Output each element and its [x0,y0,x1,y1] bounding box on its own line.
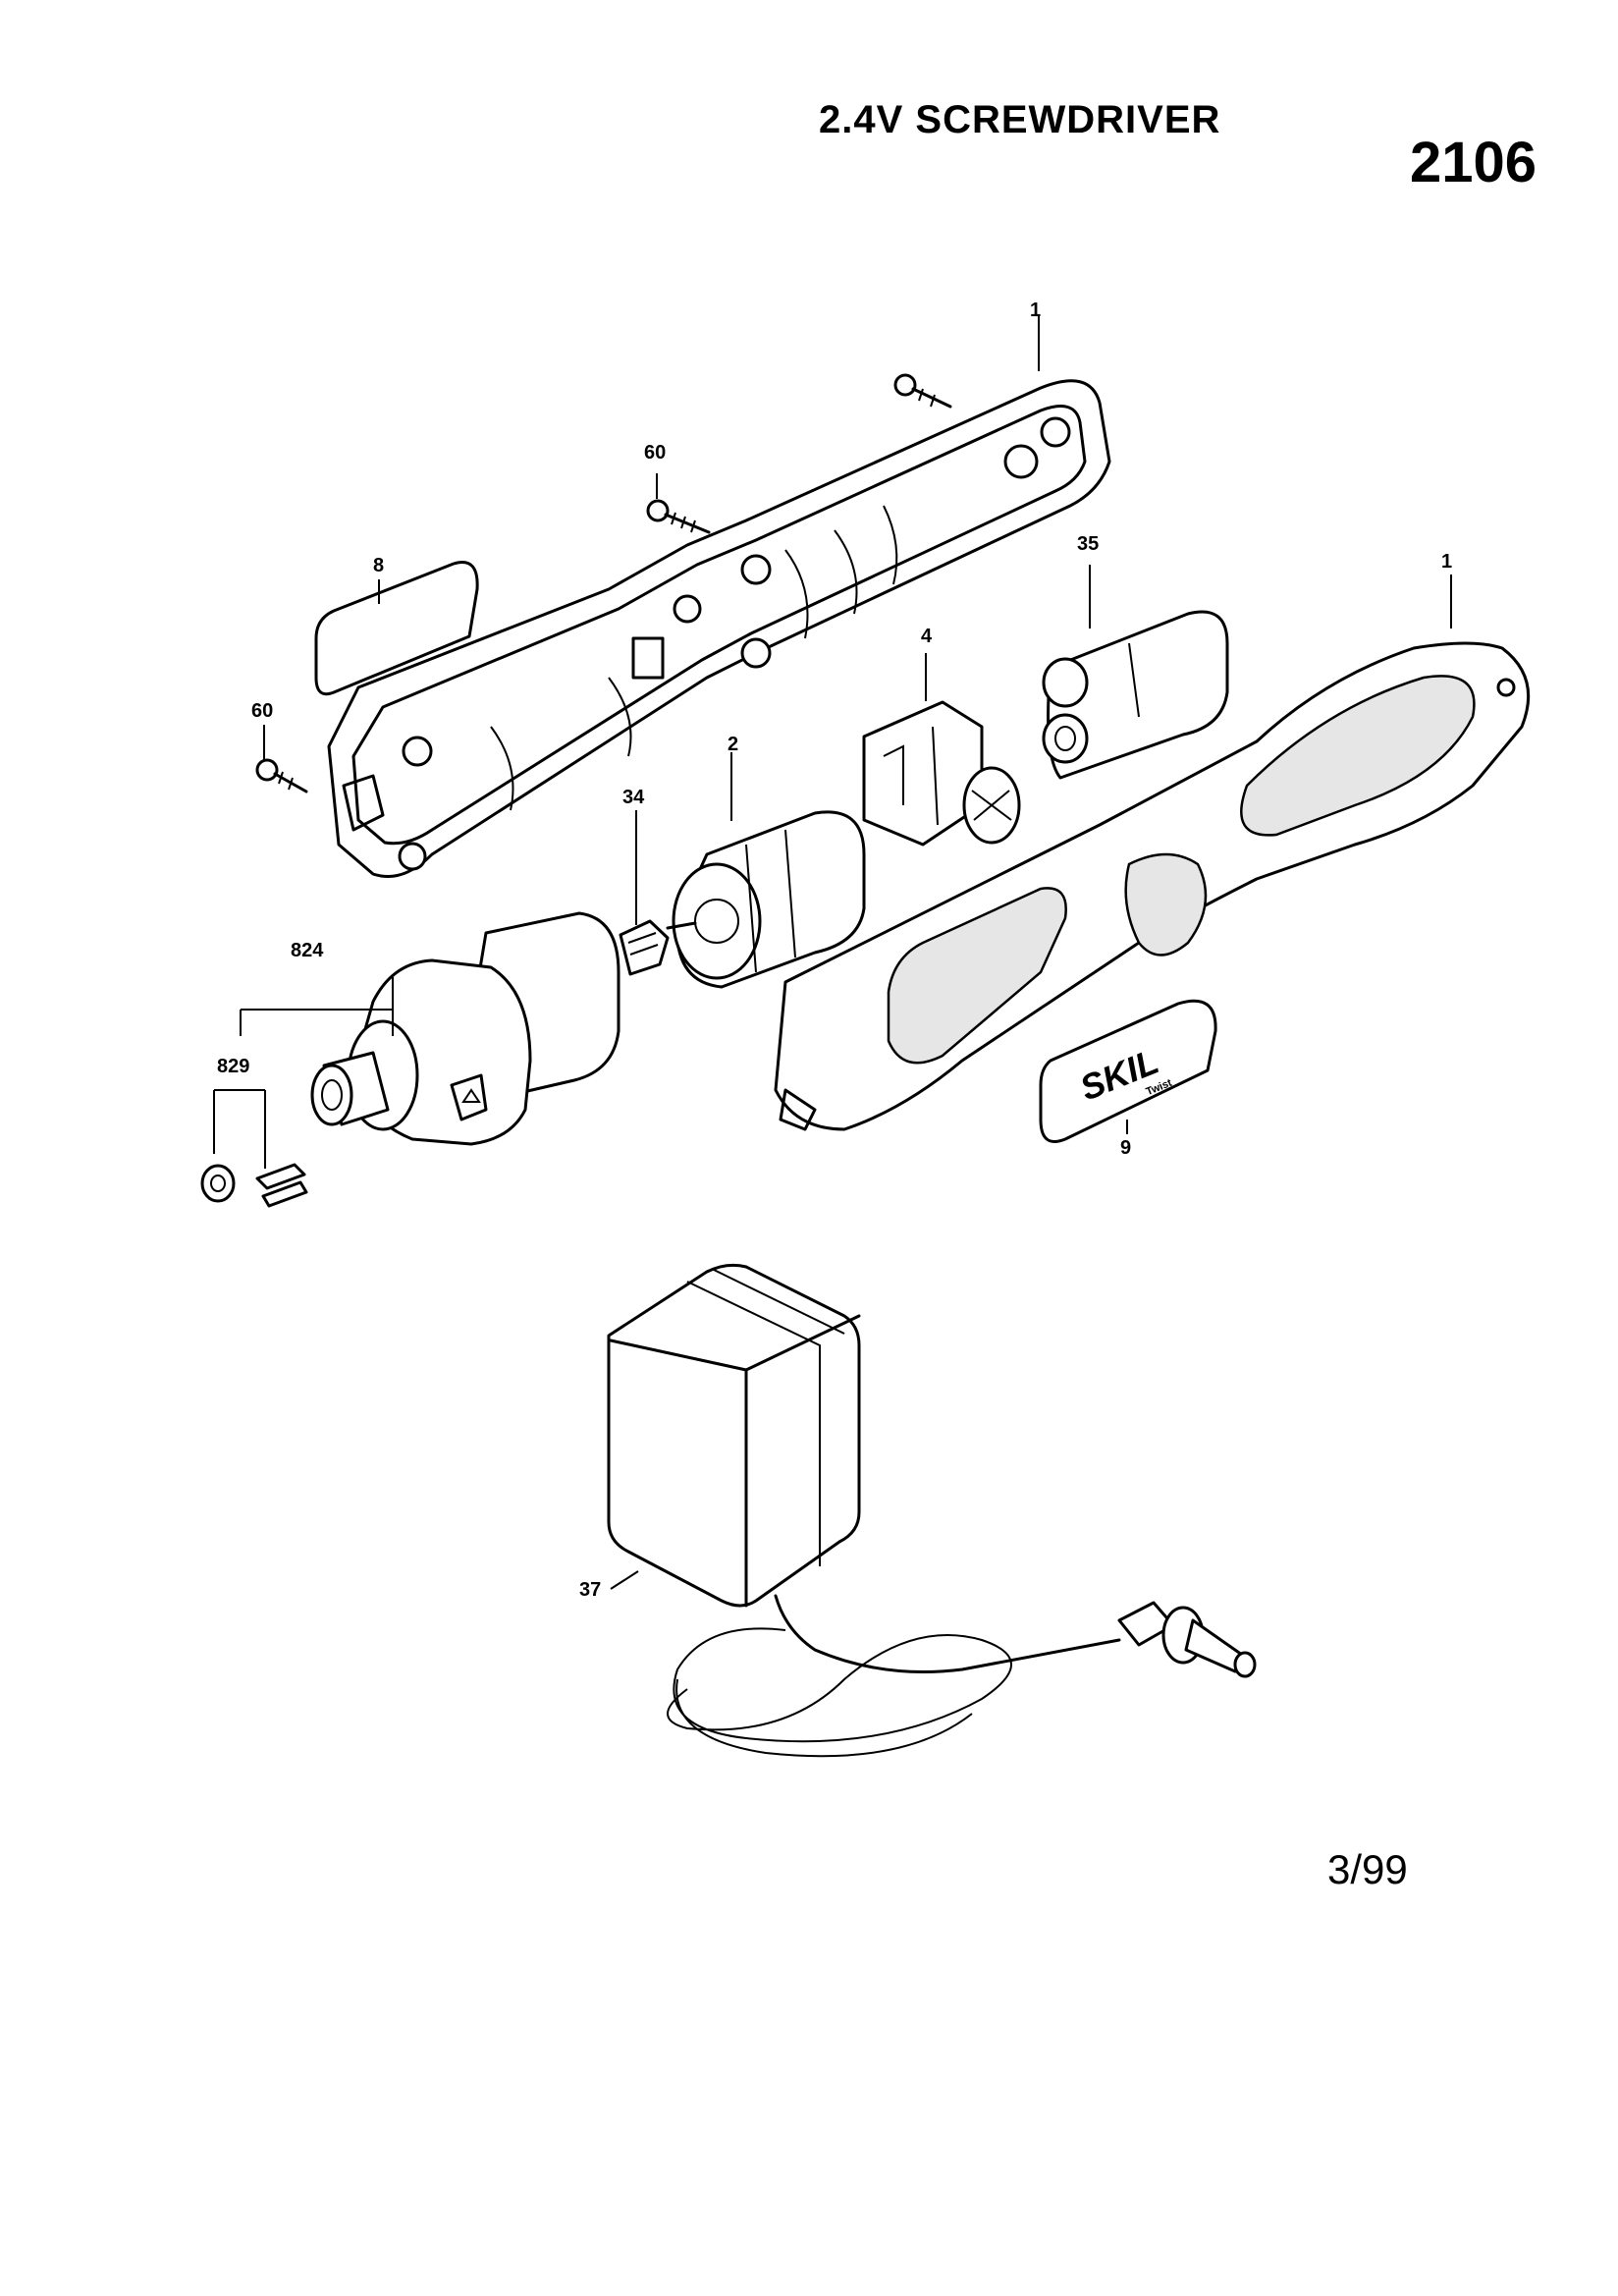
revision-date: 3/99 [1327,1846,1408,1892]
callout-35: 35 [1077,533,1099,555]
callout-4: 4 [921,626,933,647]
pinion-34 [619,919,670,976]
model-number: 2106 [1410,131,1537,194]
callout-824: 824 [291,940,324,961]
callout-8: 8 [373,555,384,576]
callout-60-lower: 60 [251,700,273,722]
callout-829: 829 [217,1056,249,1077]
charger-37 [607,1263,1257,1758]
screw-60-lower [255,758,308,793]
callout-37: 37 [579,1579,601,1601]
housing-half-left [327,379,1111,878]
callout-60-upper: 60 [644,442,666,464]
diagram-title: 2.4V SCREWDRIVER [819,98,1221,141]
callout-9: 9 [1120,1137,1131,1159]
switch-assembly-4 [862,700,1021,847]
callout-2: 2 [728,734,738,755]
leader-lines [213,314,1452,1590]
callout-1-housing-left: 1 [1030,300,1041,321]
collar-829 [200,1163,308,1208]
label-plate-9: SKIL Twist [1039,999,1217,1143]
screw-upper-right [893,373,952,409]
battery-pack-35 [1042,610,1229,780]
callout-1-housing-right: 1 [1441,551,1452,573]
callout-34: 34 [622,787,645,808]
screw-60-upper [646,499,711,534]
label-plate-8 [314,561,479,696]
housing-half-right [774,641,1531,1131]
motor-2 [666,810,866,989]
gearbox-824 [310,911,620,1146]
